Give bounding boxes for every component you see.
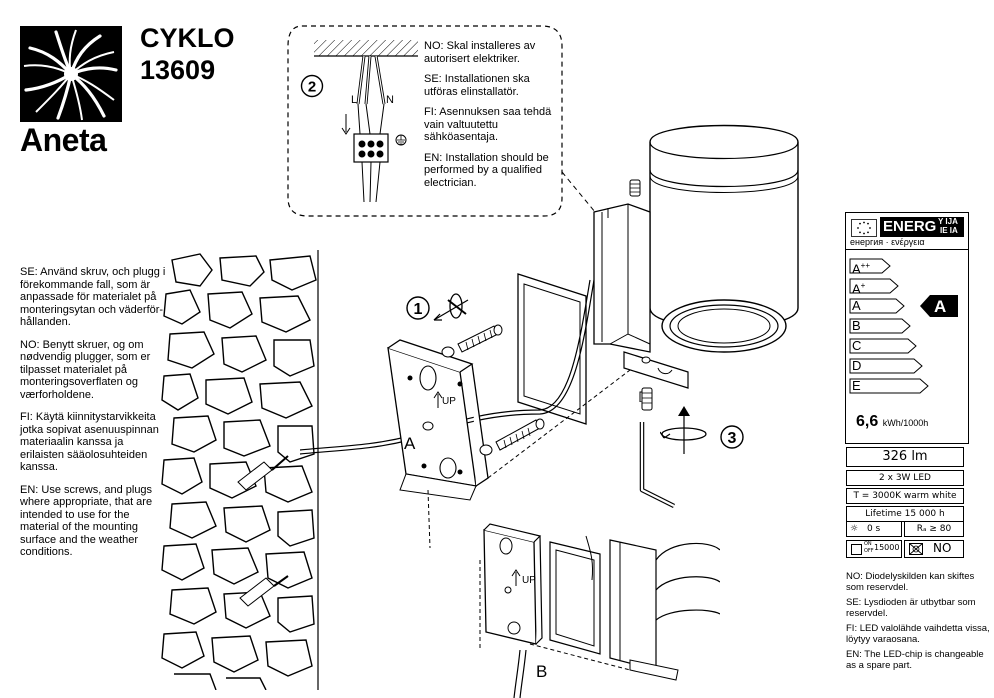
product-name-text: CYKLO	[140, 23, 235, 53]
mounting-notice-se: SE: Använd skruv, och plugg i förekomman…	[20, 266, 166, 328]
spec-leds: 2 x 3W LED	[846, 470, 964, 486]
allen-key	[639, 422, 676, 509]
led-notice-fi: FI: LED valolähde vaihdetta vissa, löyty…	[846, 623, 990, 645]
stone-wall-illustration	[161, 250, 319, 690]
wall-plug-bottom	[239, 575, 289, 607]
eu-flag-icon	[851, 219, 877, 237]
lamp-illustration	[593, 124, 799, 402]
energy-rating: A	[934, 297, 947, 316]
spec-warmup: ☼ 0 s	[846, 521, 902, 537]
consumption-value: 6,6	[856, 413, 879, 430]
mounting-diagram	[300, 273, 631, 549]
spec-ra: Rₐ ≥ 80	[904, 521, 964, 537]
install-callout-frame	[287, 25, 601, 219]
wire-label-n: N	[386, 94, 394, 106]
detail-b-illustration	[479, 523, 720, 698]
energy-class-1: A++	[852, 259, 870, 276]
class-2-letter: A	[852, 281, 861, 297]
dimmer-crossed-icon	[909, 543, 923, 555]
class-2-sup: +	[860, 281, 866, 290]
install-notice-se: SE: Installationen ska utföras elinstall…	[424, 73, 530, 98]
step-1-number: 1	[414, 301, 423, 318]
product-name: CYKLO 13609	[140, 22, 235, 86]
bottom-screw	[641, 387, 653, 411]
install-notice: NO: Skal installeres av autorisert elekt…	[424, 40, 564, 197]
step-2-marker: 2	[300, 74, 324, 98]
led-notice: NO: Diodelyskilden kan skiftes som reser…	[846, 571, 991, 675]
energy-header-suffix-top: Y IJA	[938, 217, 958, 226]
bulb-icon: ☼	[850, 524, 859, 534]
switch-icon	[851, 544, 862, 555]
install-notice-en: EN: Installation should be performed by …	[424, 151, 549, 189]
part-label-a: A	[404, 434, 416, 453]
aneta-logo-icon	[20, 26, 122, 122]
up-label-a: UP	[442, 396, 456, 407]
install-notice-no: NO: Skal installeres av autorisert elekt…	[424, 40, 536, 65]
mounting-notice-fi: FI: Käytä kiinnitystarvikkeita jotka sop…	[20, 411, 159, 473]
energy-label: ENERG Y IJA IE IA енергия · ενέργεια A++…	[845, 212, 969, 444]
spec-dimmable: NO	[904, 540, 964, 558]
spec-lifetime: Lifetime 15 000 h	[846, 506, 964, 522]
energy-header-suffix-bottom: IE IA	[940, 226, 958, 235]
up-label-b: UP	[522, 575, 536, 586]
step-3-number: 3	[728, 430, 737, 447]
energy-header-main: ENERG	[883, 218, 937, 235]
wire-label-l: L	[351, 94, 358, 106]
mounting-notice-en: EN: Use screws, and plugs where appropri…	[20, 483, 153, 559]
product-code: 13609	[140, 55, 216, 85]
mounting-notice-no: NO: Benytt skruer, og om nødvendig plugg…	[20, 338, 151, 401]
brand-name: Aneta	[20, 122, 107, 158]
energy-class-2: A+	[852, 279, 865, 296]
switch-on-label: ON	[864, 541, 872, 547]
class-1-sup: ++	[860, 261, 871, 270]
consumption-unit: kWh/1000h	[882, 418, 929, 428]
step-3-marker: 3	[660, 406, 744, 454]
mounting-notice: SE: Använd skruv, och plugg i förekomman…	[20, 266, 170, 569]
part-label-b: B	[536, 662, 548, 681]
spec-switching: ON OFF 15000	[846, 540, 902, 558]
energy-consumption: 6,6 kWh/1000h	[856, 413, 928, 431]
energy-class-3: A	[852, 298, 861, 313]
energy-class-6: D	[852, 358, 862, 373]
spec-color-temp: T = 3000K warm white	[846, 488, 964, 504]
install-notice-fi: FI: Asennuksen saa tehdä vain valtuutett…	[424, 106, 552, 143]
step-2-number: 2	[308, 79, 316, 96]
energy-header: ENERG Y IJA IE IA	[880, 217, 964, 237]
energy-class-7: E	[852, 378, 861, 393]
switch-off-label: OFF	[864, 548, 874, 554]
class-1-letter: A	[852, 261, 861, 277]
energy-class-scale	[849, 258, 958, 394]
led-notice-se: SE: Lysdioden är utbytbar som reservdel.	[846, 597, 976, 619]
spec-lumen: 326 lm	[846, 447, 964, 467]
energy-class-4: B	[852, 318, 861, 333]
wall-plug-top	[237, 455, 289, 491]
wiring-diagram	[314, 40, 418, 203]
led-notice-no: NO: Diodelyskilden kan skiftes som reser…	[846, 571, 975, 593]
step-1-marker: 1	[406, 293, 469, 321]
dimmable-value: NO	[933, 541, 952, 555]
switch-cycles: 15000	[874, 543, 900, 552]
energy-header-sub: енергия · ενέργεια	[850, 237, 925, 247]
warmup-value: 0 s	[866, 524, 881, 534]
led-notice-en: EN: The LED-chip is changeable as a spar…	[846, 649, 984, 671]
energy-class-5: C	[852, 338, 862, 353]
